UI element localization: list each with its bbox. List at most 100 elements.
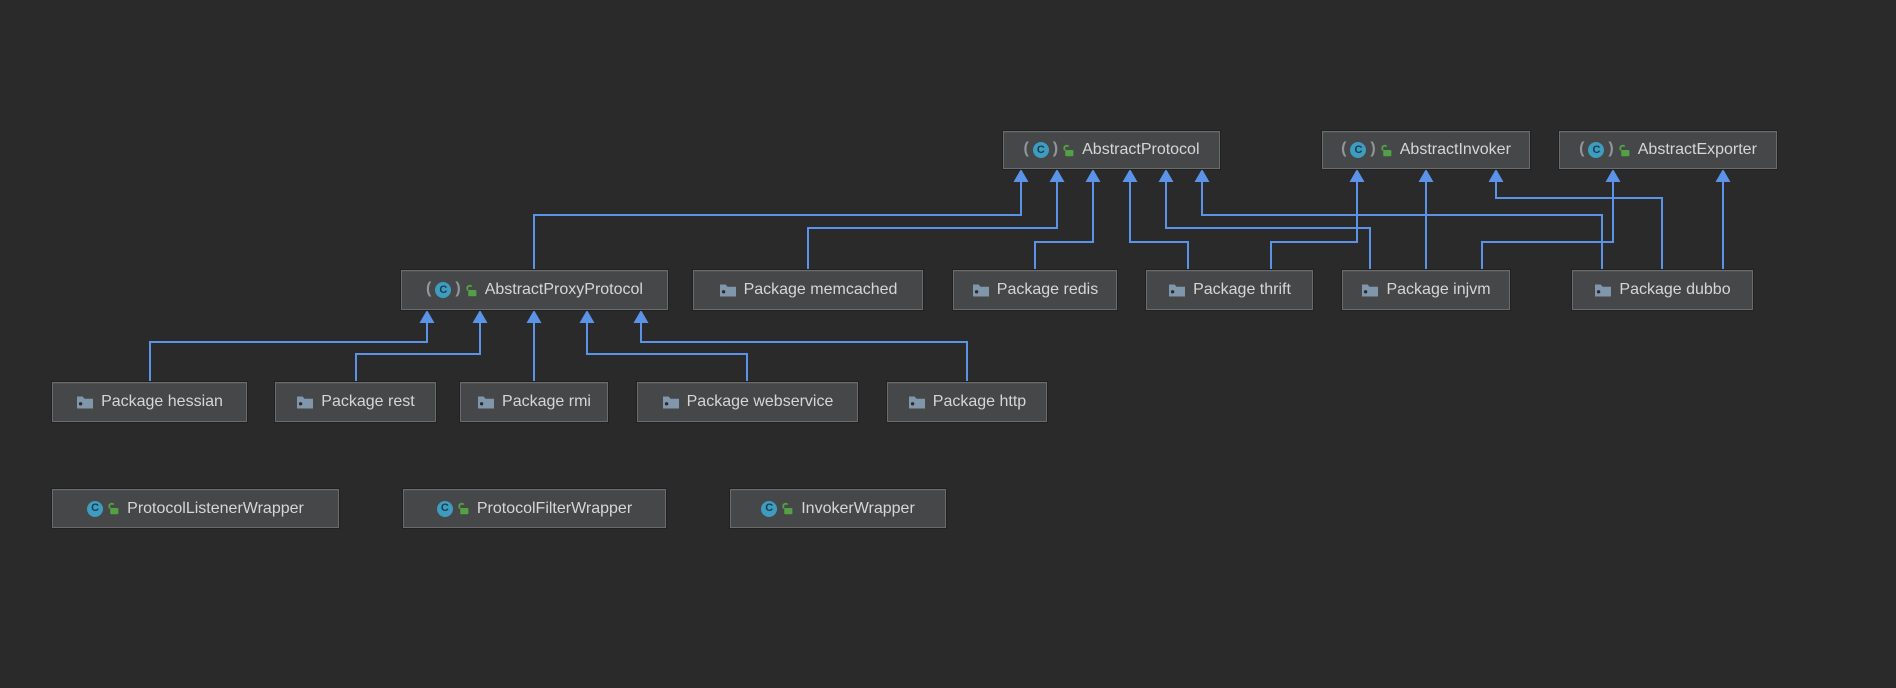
open-lock-icon bbox=[1381, 144, 1392, 156]
node-label-package-rest: Package rest bbox=[321, 393, 415, 410]
open-lock-icon bbox=[108, 502, 119, 515]
node-package-http[interactable]: Package http bbox=[887, 382, 1047, 422]
node-label-abstract-protocol: AbstractProtocol bbox=[1082, 141, 1200, 158]
node-package-rmi[interactable]: Package rmi bbox=[460, 382, 608, 422]
abstract-class-icon: (C) bbox=[1341, 140, 1393, 158]
arrowhead-package-memcached-to-abstract-protocol bbox=[1049, 169, 1065, 182]
abstract-class-icon: (C) bbox=[1579, 140, 1631, 158]
node-package-dubbo[interactable]: Package dubbo bbox=[1572, 270, 1753, 310]
node-label-package-hessian: Package hessian bbox=[101, 393, 223, 410]
class-icon: C bbox=[436, 500, 453, 517]
node-package-injvm[interactable]: Package injvm bbox=[1342, 270, 1510, 310]
class-icon: C bbox=[761, 500, 778, 517]
node-abstract-exporter[interactable]: (C) AbstractExporter bbox=[1559, 131, 1777, 169]
package-folder-icon bbox=[662, 396, 679, 408]
node-package-thrift[interactable]: Package thrift bbox=[1146, 270, 1313, 310]
arrowhead-package-injvm-to-abstract-invoker bbox=[1418, 169, 1434, 182]
open-lock-icon bbox=[782, 502, 793, 515]
abstract-class-icon: (C) bbox=[426, 280, 478, 298]
package-icon bbox=[1594, 283, 1612, 298]
class-icon: C bbox=[1032, 142, 1049, 158]
package-folder-icon bbox=[1169, 284, 1186, 296]
abstract-class-icon: (C) bbox=[1023, 140, 1075, 158]
edge-package-injvm-to-abstract-exporter bbox=[1481, 182, 1614, 270]
arrowhead-package-thrift-to-abstract-invoker bbox=[1349, 169, 1365, 182]
node-protocol-listener-wrapper[interactable]: C ProtocolListenerWrapper bbox=[52, 489, 339, 528]
node-label-package-redis: Package redis bbox=[996, 281, 1099, 298]
package-folder-icon bbox=[1595, 284, 1612, 296]
arrowhead-package-webservice-to-abstract-proxy-protocol bbox=[579, 310, 595, 323]
arrowhead-package-thrift-to-abstract-protocol bbox=[1122, 169, 1138, 182]
abstract-paren: ( bbox=[1023, 140, 1029, 157]
abstract-paren: ) bbox=[1370, 140, 1376, 157]
package-icon bbox=[1168, 283, 1186, 298]
node-label-package-thrift: Package thrift bbox=[1193, 281, 1291, 298]
abstract-paren: ) bbox=[455, 280, 461, 297]
node-label-package-dubbo: Package dubbo bbox=[1619, 281, 1731, 298]
node-abstract-invoker[interactable]: (C) AbstractInvoker bbox=[1322, 131, 1530, 169]
edge-package-memcached-to-abstract-protocol bbox=[807, 182, 1058, 270]
node-package-rest[interactable]: Package rest bbox=[275, 382, 436, 422]
node-abstract-proxy-protocol[interactable]: (C) AbstractProxyProtocol bbox=[401, 270, 668, 310]
abstract-paren: ( bbox=[1341, 140, 1347, 157]
arrowhead-package-rmi-to-abstract-proxy-protocol bbox=[526, 310, 542, 323]
package-icon bbox=[76, 395, 94, 410]
arrowhead-package-http-to-abstract-proxy-protocol bbox=[633, 310, 649, 323]
node-abstract-protocol[interactable]: (C) AbstractProtocol bbox=[1003, 131, 1220, 169]
abstract-paren: ( bbox=[426, 280, 432, 297]
package-folder-icon bbox=[1362, 284, 1379, 296]
node-label-protocol-listener-wrapper: ProtocolListenerWrapper bbox=[127, 499, 304, 517]
package-folder-icon bbox=[719, 284, 736, 296]
edge-package-injvm-to-abstract-protocol bbox=[1165, 182, 1371, 270]
node-invoker-wrapper[interactable]: C InvokerWrapper bbox=[730, 489, 946, 528]
package-folder-icon bbox=[972, 284, 989, 296]
node-package-webservice[interactable]: Package webservice bbox=[637, 382, 858, 422]
package-icon bbox=[296, 395, 314, 410]
edge-package-http-to-abstract-proxy-protocol bbox=[640, 323, 968, 382]
class-icon: C bbox=[435, 282, 452, 298]
arrowhead-package-dubbo-to-abstract-exporter bbox=[1715, 169, 1731, 182]
abstract-paren: ) bbox=[1052, 140, 1059, 157]
edge-package-dubbo-to-abstract-invoker bbox=[1495, 182, 1663, 270]
node-label-abstract-exporter: AbstractExporter bbox=[1637, 141, 1757, 158]
abstract-paren: ) bbox=[1608, 140, 1614, 157]
arrowhead-package-dubbo-to-abstract-invoker bbox=[1488, 169, 1504, 182]
node-label-abstract-proxy-protocol: AbstractProxyProtocol bbox=[484, 281, 643, 298]
node-package-memcached[interactable]: Package memcached bbox=[693, 270, 923, 310]
package-folder-icon bbox=[908, 396, 925, 408]
class-icon: C bbox=[1350, 142, 1367, 158]
package-icon bbox=[972, 283, 990, 298]
edge-package-hessian-to-abstract-proxy-protocol bbox=[149, 323, 428, 382]
package-folder-icon bbox=[297, 396, 314, 408]
node-label-package-memcached: Package memcached bbox=[743, 281, 898, 298]
arrowhead-package-dubbo-to-abstract-protocol bbox=[1194, 169, 1210, 182]
arrowhead-package-injvm-to-abstract-protocol bbox=[1158, 169, 1174, 182]
node-label-abstract-invoker: AbstractInvoker bbox=[1399, 141, 1511, 158]
abstract-paren: ( bbox=[1579, 140, 1585, 157]
edge-package-webservice-to-abstract-proxy-protocol bbox=[586, 323, 748, 382]
open-lock-icon bbox=[1619, 144, 1630, 156]
open-lock-icon bbox=[1063, 144, 1074, 156]
node-label-package-http: Package http bbox=[932, 393, 1027, 410]
node-package-hessian[interactable]: Package hessian bbox=[52, 382, 247, 422]
class-icon: C bbox=[761, 500, 794, 517]
arrowhead-package-redis-to-abstract-protocol bbox=[1085, 169, 1101, 182]
node-label-invoker-wrapper: InvokerWrapper bbox=[801, 499, 915, 517]
arrowhead-package-rest-to-abstract-proxy-protocol bbox=[472, 310, 488, 323]
node-package-redis[interactable]: Package redis bbox=[953, 270, 1117, 310]
edge-package-rest-to-abstract-proxy-protocol bbox=[355, 323, 481, 382]
package-icon bbox=[662, 395, 680, 410]
arrowhead-package-hessian-to-abstract-proxy-protocol bbox=[419, 310, 435, 323]
package-icon bbox=[908, 395, 926, 410]
edge-abstract-proxy-protocol-to-abstract-protocol bbox=[533, 182, 1022, 270]
node-label-package-rmi: Package rmi bbox=[502, 393, 591, 410]
package-icon bbox=[719, 283, 737, 298]
class-icon: C bbox=[87, 500, 120, 517]
arrowhead-abstract-proxy-protocol-to-abstract-protocol bbox=[1013, 169, 1029, 182]
edge-package-thrift-to-abstract-invoker bbox=[1270, 182, 1358, 270]
package-icon bbox=[1361, 283, 1379, 298]
arrowhead-package-injvm-to-abstract-exporter bbox=[1605, 169, 1621, 182]
